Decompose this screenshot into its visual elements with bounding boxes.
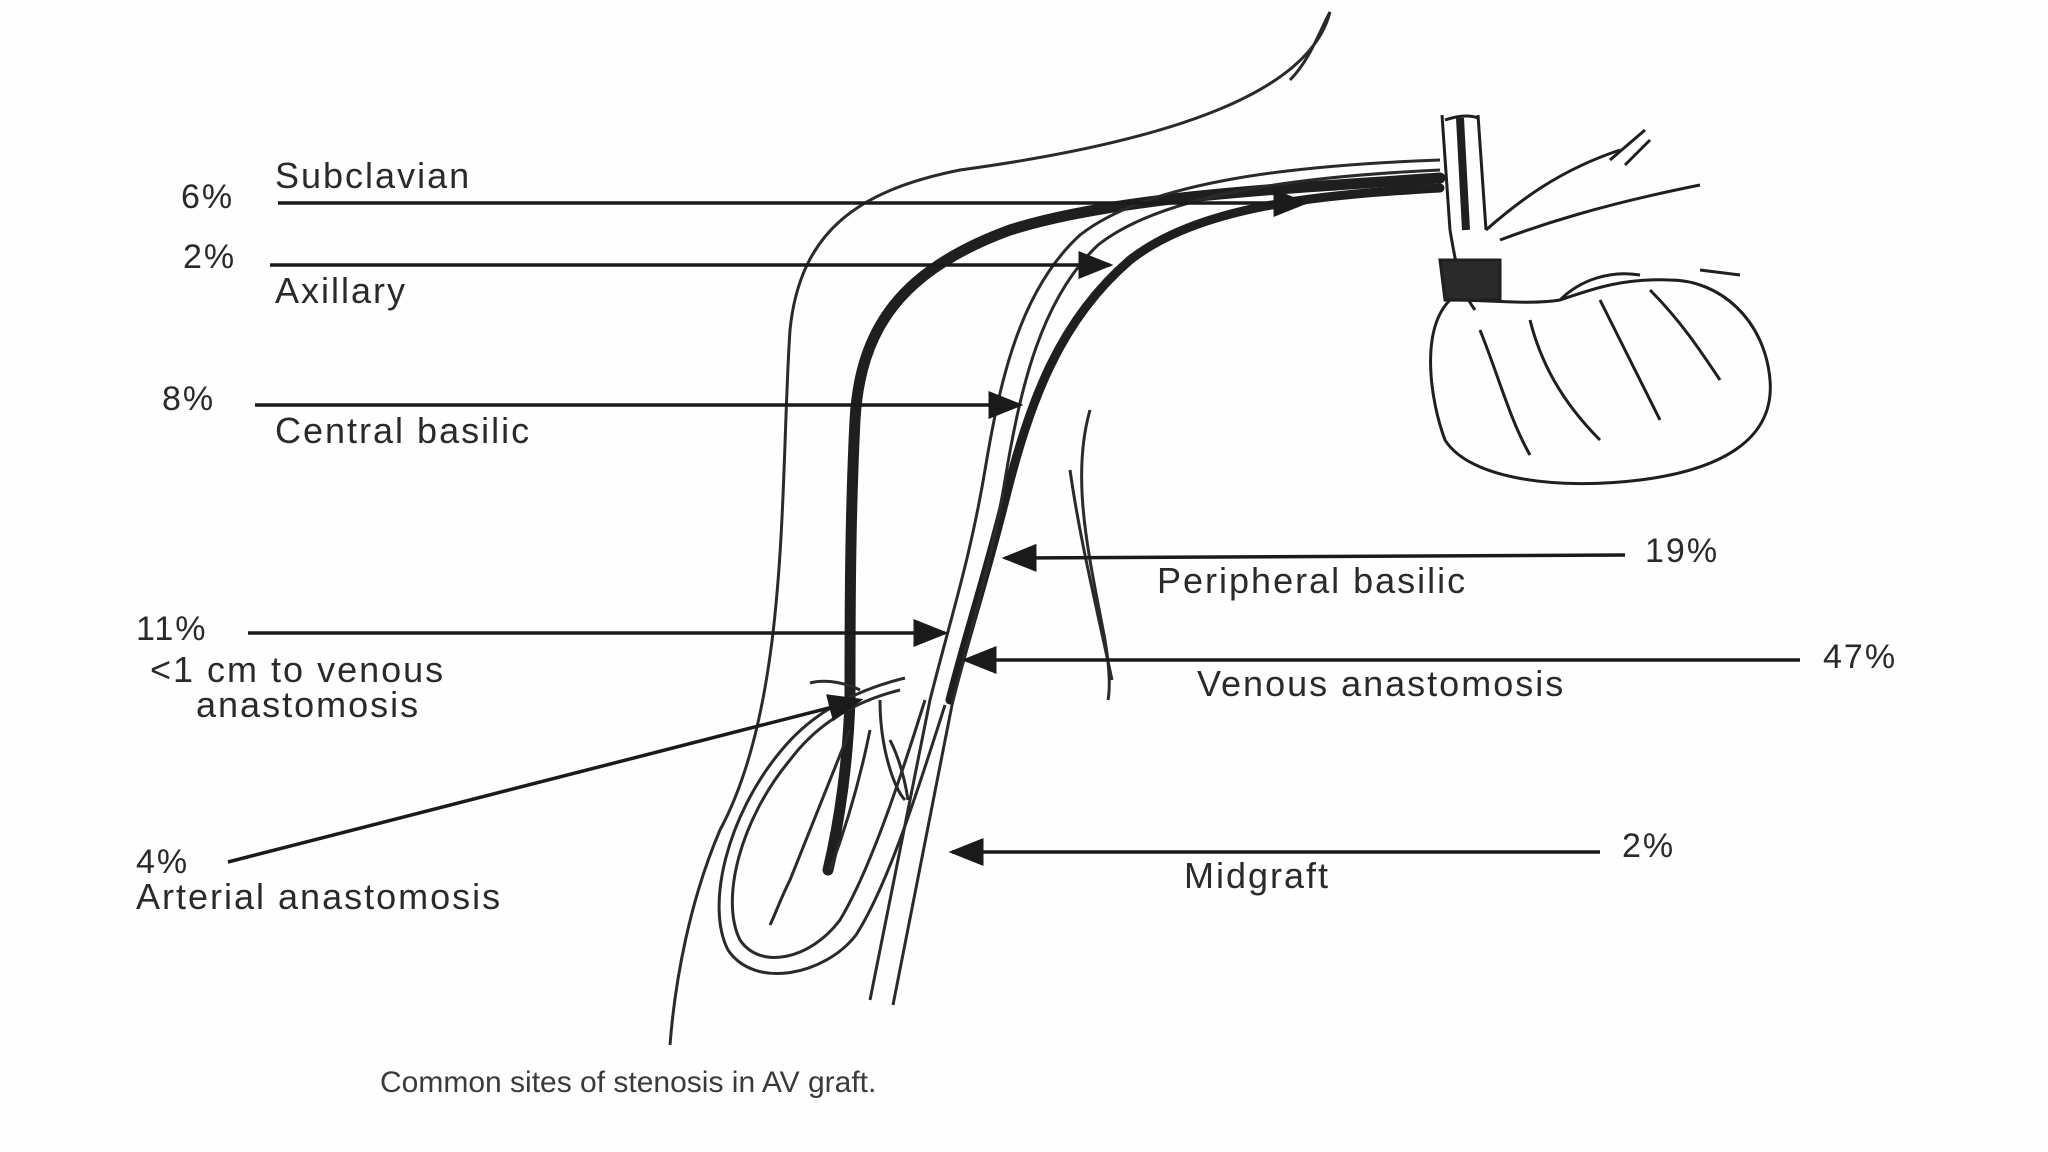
graft-vessels xyxy=(717,158,1441,1006)
subclavian-percent: 6% xyxy=(181,178,235,216)
cephalic-vein xyxy=(822,172,1446,876)
leader-lines xyxy=(227,189,1800,866)
central-basilic-label: Central basilic xyxy=(275,410,532,451)
arterial-anastomosis-percent: 4% xyxy=(136,843,190,881)
figure-caption: Common sites of stenosis in AV graft. xyxy=(380,1066,877,1099)
central-basilic-percent: 8% xyxy=(162,380,216,418)
axillary-label: Axillary xyxy=(275,270,408,311)
body-outline xyxy=(668,11,1332,1046)
arterial-anastomosis-label: Arterial anastomosis xyxy=(136,876,503,917)
subclavian-label: Subclavian xyxy=(275,155,472,196)
midgraft-percent: 2% xyxy=(1622,827,1676,865)
arterial-anastomosis-leader xyxy=(227,694,864,864)
venous-anastomosis-label: Venous anastomosis xyxy=(1197,663,1566,704)
heart xyxy=(1429,258,1772,486)
near-venous-label-line2: anastomosis xyxy=(196,684,421,725)
great-vessels xyxy=(1440,114,1741,311)
venous-anastomosis-percent: 47% xyxy=(1823,638,1898,676)
peripheral-basilic-label: Peripheral basilic xyxy=(1157,560,1468,601)
peripheral-basilic-leader xyxy=(1001,543,1626,572)
peripheral-basilic-percent: 19% xyxy=(1645,532,1720,570)
near-venous-percent: 11% xyxy=(136,610,208,648)
axillary-percent: 2% xyxy=(183,238,237,276)
near-venous-label-line1: <1 cm to venous xyxy=(150,649,446,690)
midgraft-label: Midgraft xyxy=(1184,855,1331,896)
branch-vessels xyxy=(768,409,1114,926)
